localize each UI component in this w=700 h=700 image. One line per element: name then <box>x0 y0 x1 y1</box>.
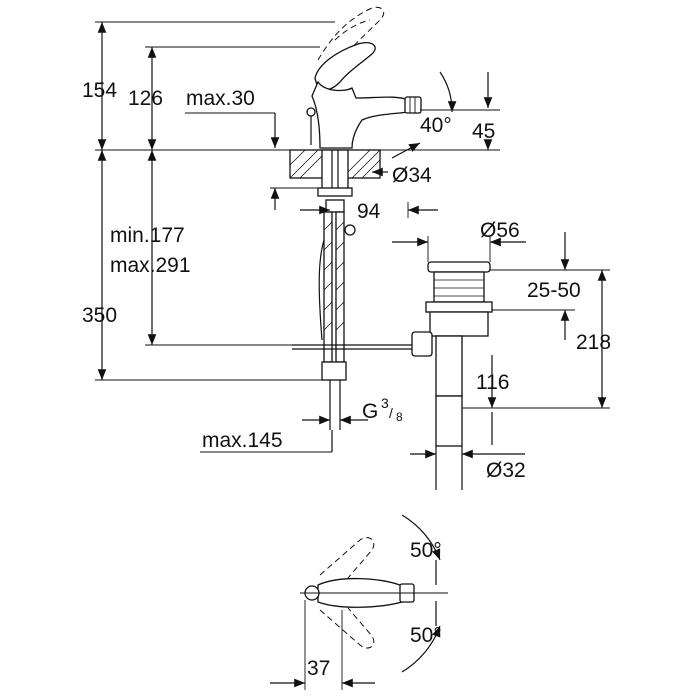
dim-350: 350 <box>82 304 117 327</box>
right-dimension-lines <box>200 71 610 459</box>
dim-thread-letter: G <box>362 400 378 423</box>
dim-dia56: Ø56 <box>480 219 520 242</box>
dim-dia34: Ø34 <box>392 164 432 187</box>
dim-45: 45 <box>472 120 495 143</box>
dim-thread-denominator: 8 <box>396 410 403 424</box>
dim-max145: max.145 <box>202 429 283 452</box>
dim-25-50: 25-50 <box>527 279 581 302</box>
dim-thread-slash: / <box>389 405 393 421</box>
dim-37: 37 <box>307 657 330 680</box>
dim-126: 126 <box>128 87 163 110</box>
faucet-assembly <box>289 6 422 430</box>
waste-assembly <box>411 261 493 490</box>
dim-thread-numerator: 3 <box>381 395 389 411</box>
dim-94: 94 <box>357 200 381 223</box>
dim-dia32: Ø32 <box>486 459 526 482</box>
dim-min177: min.177 <box>110 224 185 247</box>
dim-116: 116 <box>476 371 509 394</box>
dim-thread-g38: G 3 / 8 <box>362 395 403 424</box>
dim-40-deg: 40° <box>420 114 452 137</box>
dim-154: 154 <box>82 79 117 102</box>
dim-218: 218 <box>576 331 611 354</box>
plan-view <box>270 514 448 690</box>
dim-max30: max.30 <box>186 87 255 110</box>
dim-50-deg-bottom: 50° <box>410 624 442 647</box>
dim-50-deg-top: 50° <box>410 539 442 562</box>
dim-max291: max.291 <box>110 254 191 277</box>
